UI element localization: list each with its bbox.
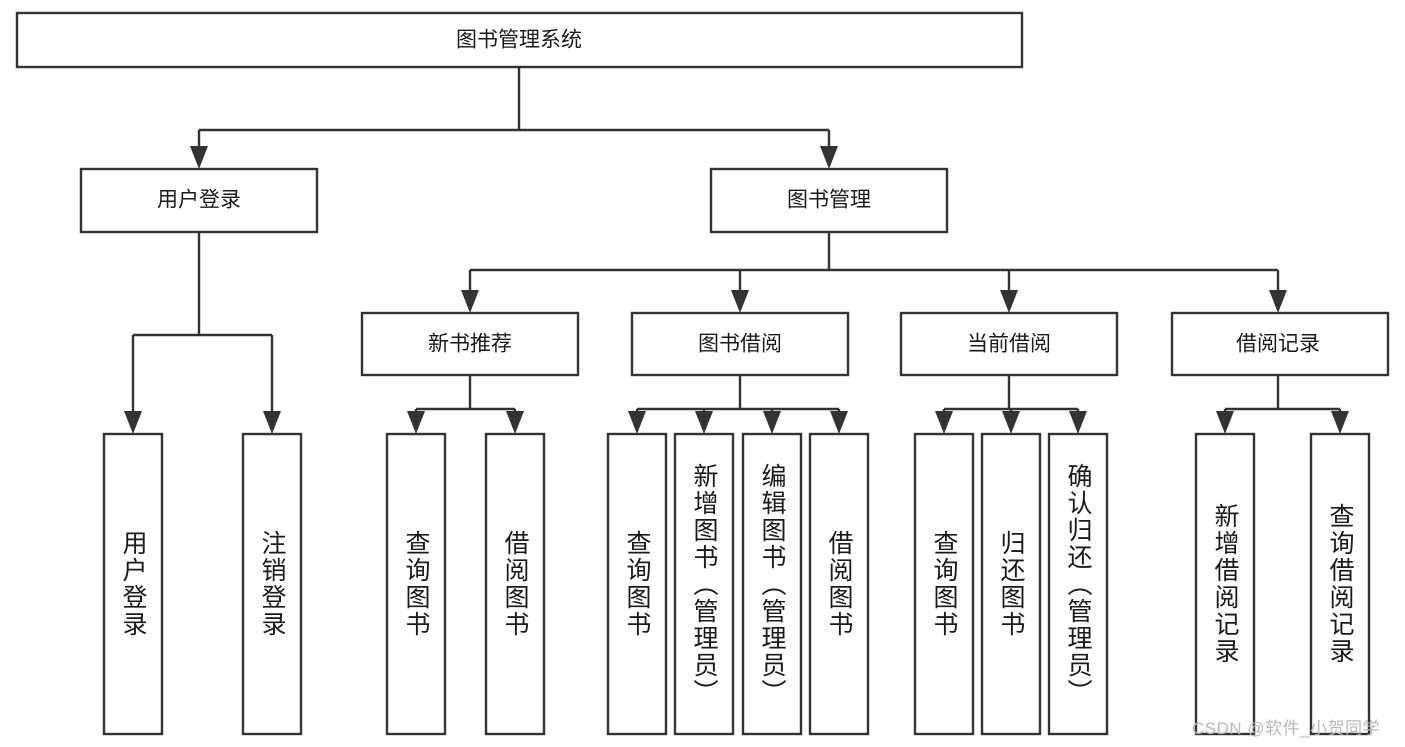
leaf-user-login-box[interactable] [102, 432, 164, 736]
leaf-borrow-book-2-box[interactable] [808, 432, 870, 736]
node-current-borrow-label: 当前借阅 [967, 333, 1051, 356]
arrow-icon-leaf-query-book-1 [407, 411, 425, 434]
arrow-icon-current-borrow [1000, 290, 1018, 313]
arrow-icon-leaf-return-book [1002, 411, 1020, 434]
leaf-query-book-2-label: 查询图书 [623, 530, 651, 638]
arrow-icon-user-login [190, 146, 208, 169]
leaf-query-record-box[interactable] [1309, 432, 1371, 736]
node-book-borrow-box[interactable] [630, 311, 850, 377]
leaf-user-logout-box[interactable] [241, 432, 303, 736]
leaf-confirm-return-label: 确认归还（管理员） [1064, 462, 1092, 706]
leaf-query-book-2-box[interactable] [606, 432, 668, 736]
leaf-query-book-3-label: 查询图书 [930, 530, 958, 638]
node-root-label: 图书管理系统 [456, 29, 582, 52]
node-labels: 图书管理系统 用户登录 图书管理 新书推荐 图书借阅 当前借阅 借阅记录 [157, 29, 1320, 356]
arrow-icon-book-manage [820, 146, 838, 169]
leaf-edit-book-box[interactable] [741, 432, 803, 736]
arrow-icon-leaf-user-logout [263, 411, 281, 434]
leaf-query-record-label: 查询借阅记录 [1326, 503, 1354, 665]
node-boxes [15, 11, 1390, 736]
leaf-query-book-3-box[interactable] [913, 432, 975, 736]
node-new-book-rec-box[interactable] [360, 311, 580, 377]
leaf-confirm-return-box[interactable] [1047, 432, 1109, 736]
arrow-icon-leaf-borrow-book-1 [506, 411, 524, 434]
node-book-borrow-label: 图书借阅 [698, 333, 782, 356]
leaf-borrow-book-1-label: 借阅图书 [501, 530, 529, 638]
arrow-icon-leaf-user-login [124, 411, 142, 434]
arrow-icon-leaf-borrow-book-2 [830, 411, 848, 434]
arrow-icon-leaf-add-record [1216, 411, 1234, 434]
node-borrow-record-label: 借阅记录 [1236, 333, 1320, 356]
node-book-manage-box[interactable] [709, 167, 949, 234]
leaf-user-login-label: 用户登录 [119, 530, 147, 638]
node-root-box[interactable] [15, 11, 1024, 69]
leaf-add-record-box[interactable] [1194, 432, 1256, 736]
arrow-heads [124, 146, 1349, 434]
arrow-icon-leaf-query-book-3 [935, 411, 953, 434]
arrow-icon-borrow-record [1269, 290, 1287, 313]
leaf-add-book-box[interactable] [673, 432, 735, 736]
leaf-user-logout-label: 注销登录 [258, 530, 286, 638]
leaf-query-book-1-label: 查询图书 [402, 530, 430, 638]
node-user-login-box[interactable] [79, 167, 319, 234]
leaf-borrow-book-2-label: 借阅图书 [825, 530, 853, 638]
node-current-borrow-box[interactable] [899, 311, 1119, 377]
node-book-manage-label: 图书管理 [787, 189, 871, 212]
leaf-add-record-label: 新增借阅记录 [1211, 503, 1239, 665]
leaf-return-book-box[interactable] [980, 432, 1042, 736]
arrow-icon-new-book-rec [461, 290, 479, 313]
csdn-watermark: CSDN @软件_小贺同学 [1192, 719, 1381, 738]
leaf-borrow-book-1-box[interactable] [484, 432, 546, 736]
arrow-icon-leaf-query-record [1331, 411, 1349, 434]
leaf-query-book-1-box[interactable] [385, 432, 447, 736]
arrow-icon-leaf-query-book-2 [628, 411, 646, 434]
arrow-icon-leaf-edit-book [763, 411, 781, 434]
arrow-icon-leaf-confirm-return [1069, 411, 1087, 434]
node-user-login-label: 用户登录 [157, 189, 241, 212]
arrow-icon-book-borrow [731, 290, 749, 313]
node-borrow-record-box[interactable] [1170, 311, 1390, 377]
leaf-return-book-label: 归还图书 [997, 530, 1025, 638]
leaf-add-book-label: 新增图书（管理员） [690, 462, 718, 706]
arrow-icon-leaf-add-book [695, 411, 713, 434]
node-new-book-rec-label: 新书推荐 [428, 333, 512, 356]
leaf-edit-book-label: 编辑图书（管理员） [758, 462, 786, 706]
